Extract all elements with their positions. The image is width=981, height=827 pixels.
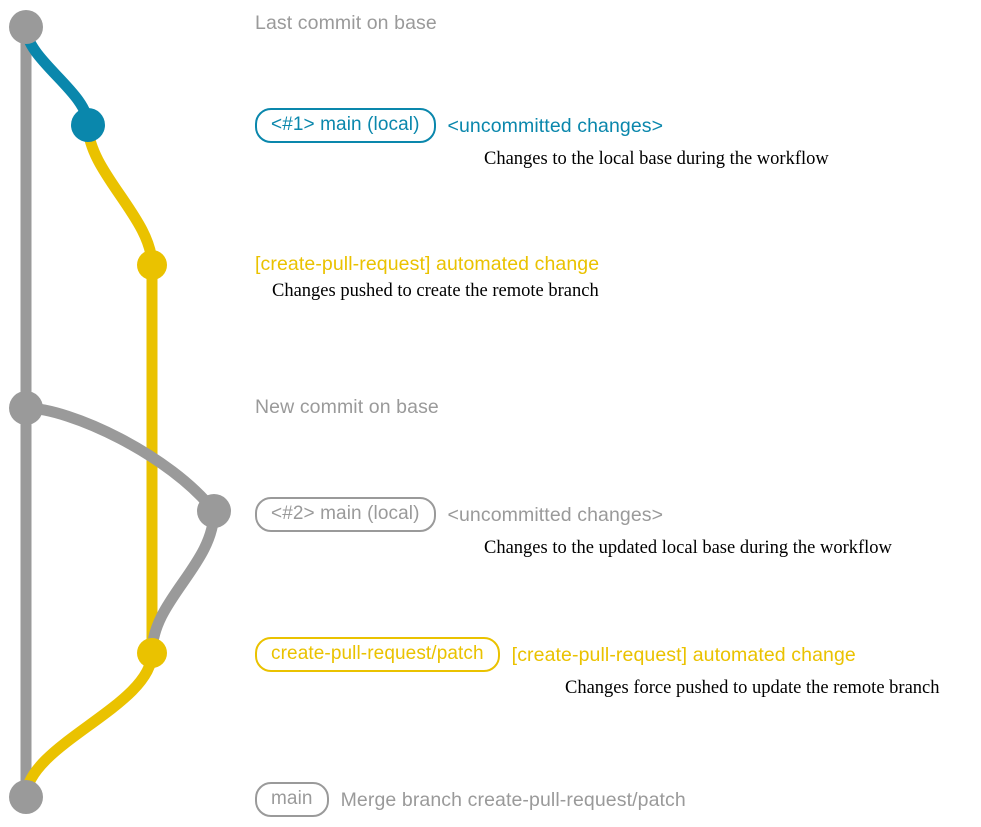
commit-note: Changes to the updated local base during… xyxy=(484,538,892,558)
edge-base-new-to-local2 xyxy=(20,402,220,517)
entry-merge-commit: main Merge branch create-pull-request/pa… xyxy=(255,782,686,817)
node-remote-update xyxy=(137,638,167,668)
entry-main-local-1: <#1> main (local) <uncommitted changes> … xyxy=(255,108,829,170)
entry-last-commit-on-base: Last commit on base xyxy=(255,12,437,34)
headline-row: create-pull-request/patch [create-pull-r… xyxy=(255,637,940,672)
node-base-new xyxy=(9,391,43,425)
edge-local1-to-remote-create xyxy=(82,119,158,271)
node-base-last xyxy=(9,10,43,44)
commit-subject: [create-pull-request] automated change xyxy=(511,643,856,666)
headline-row: <#1> main (local) <uncommitted changes> xyxy=(255,108,829,143)
commit-note: Changes to the local base during the wor… xyxy=(484,149,829,169)
commit-subject: <uncommitted changes> xyxy=(447,503,664,526)
commit-subject: Merge branch create-pull-request/patch xyxy=(340,788,686,811)
node-base-merge xyxy=(9,780,43,814)
ref-badge-create-pull-request-patch[interactable]: create-pull-request/patch xyxy=(255,637,500,672)
node-main-local-2 xyxy=(197,494,231,528)
headline-row: [create-pull-request] automated change xyxy=(255,253,599,275)
headline-row: main Merge branch create-pull-request/pa… xyxy=(255,782,686,817)
commit-subject: New commit on base xyxy=(255,396,439,418)
commit-nodes xyxy=(9,10,231,814)
node-remote-create xyxy=(137,250,167,280)
ref-badge-main-local-2[interactable]: <#2> main (local) xyxy=(255,497,436,532)
edge-local2-to-remote-update xyxy=(146,505,220,659)
commit-note: Changes force pushed to update the remot… xyxy=(565,678,940,698)
headline-row: Last commit on base xyxy=(255,12,437,34)
edge-base-to-local1 xyxy=(20,21,94,131)
commit-subject: <uncommitted changes> xyxy=(447,114,664,137)
commit-subject: [create-pull-request] automated change xyxy=(255,253,600,275)
entry-new-commit-on-base: New commit on base xyxy=(255,396,439,418)
entry-create-pull-request-automated-change-1: [create-pull-request] automated change C… xyxy=(255,253,599,302)
headline-row: New commit on base xyxy=(255,396,439,418)
commit-subject: Last commit on base xyxy=(255,12,437,34)
headline-row: <#2> main (local) <uncommitted changes> xyxy=(255,497,892,532)
entry-main-local-2: <#2> main (local) <uncommitted changes> … xyxy=(255,497,892,559)
entry-create-pull-request-patch: create-pull-request/patch [create-pull-r… xyxy=(255,637,940,699)
edge-remote-update-to-merge xyxy=(20,647,158,803)
ref-badge-main[interactable]: main xyxy=(255,782,329,817)
commit-note: Changes pushed to create the remote bran… xyxy=(272,281,599,301)
ref-badge-main-local-1[interactable]: <#1> main (local) xyxy=(255,108,436,143)
node-main-local-1 xyxy=(71,108,105,142)
